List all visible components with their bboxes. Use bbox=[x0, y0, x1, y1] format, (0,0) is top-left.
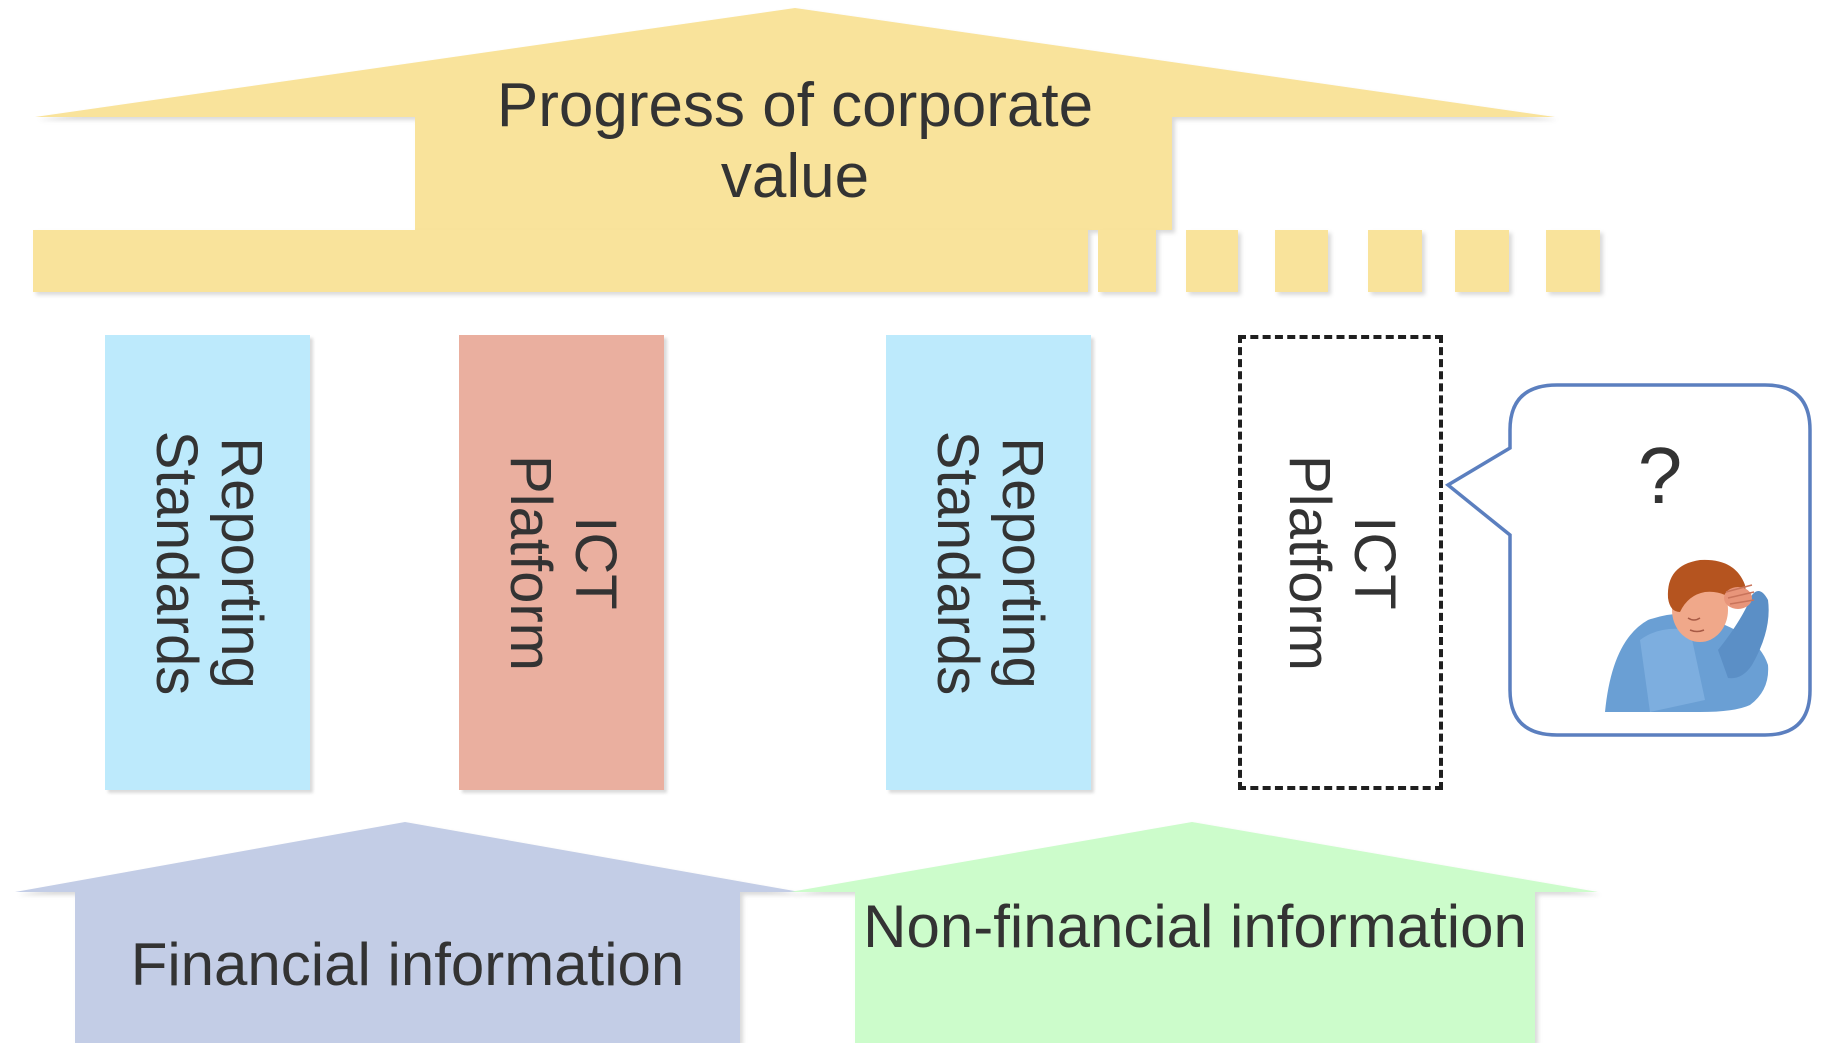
pillar-label-line: Standards bbox=[143, 430, 209, 695]
pillar-label: ICT Platform bbox=[497, 353, 628, 773]
financial-arrow-shape bbox=[15, 822, 800, 1043]
beam-segment bbox=[1546, 230, 1600, 292]
roof-shape bbox=[35, 8, 1555, 230]
question-mark: ? bbox=[1637, 431, 1683, 520]
pillar-label: Reporting Standards bbox=[143, 353, 274, 773]
pillar-reporting-standards-1: Reporting Standards bbox=[105, 335, 310, 790]
roof-label: Progress of corporate value bbox=[496, 71, 1094, 212]
beam-segment bbox=[1186, 230, 1238, 292]
beam-segment bbox=[1098, 230, 1156, 292]
pillar-label-line: Platform bbox=[1276, 454, 1342, 671]
pillar-label-line: Reporting bbox=[208, 436, 274, 689]
pillar-label-line: ICT bbox=[562, 515, 628, 610]
beam-segment bbox=[1275, 230, 1328, 292]
pillar-ict-platform-missing: ICT Platform bbox=[1238, 335, 1443, 790]
troubled-person-icon bbox=[1605, 559, 1769, 712]
pillar-label-line: Platform bbox=[497, 454, 563, 671]
nonfinancial-arrow-shape bbox=[790, 822, 1598, 1043]
pillar-label-line: Reporting bbox=[989, 436, 1055, 689]
beam-segment bbox=[1455, 230, 1509, 292]
roof-beam-dashed-segments bbox=[1098, 230, 1600, 292]
pillar-label-line: Standards bbox=[924, 430, 990, 695]
pillar-label-line: ICT bbox=[1341, 515, 1407, 610]
pillar-reporting-standards-2: Reporting Standards bbox=[886, 335, 1091, 790]
pillar-ict-platform-1: ICT Platform bbox=[459, 335, 664, 790]
financial-information-label: Financial information bbox=[130, 931, 685, 998]
beam-segment bbox=[1368, 230, 1422, 292]
roof-beam bbox=[33, 230, 1088, 292]
pillar-label: Reporting Standards bbox=[924, 353, 1055, 773]
nonfinancial-information-label: Non-financial information bbox=[863, 893, 1527, 960]
pillar-label: ICT Platform bbox=[1276, 353, 1407, 773]
